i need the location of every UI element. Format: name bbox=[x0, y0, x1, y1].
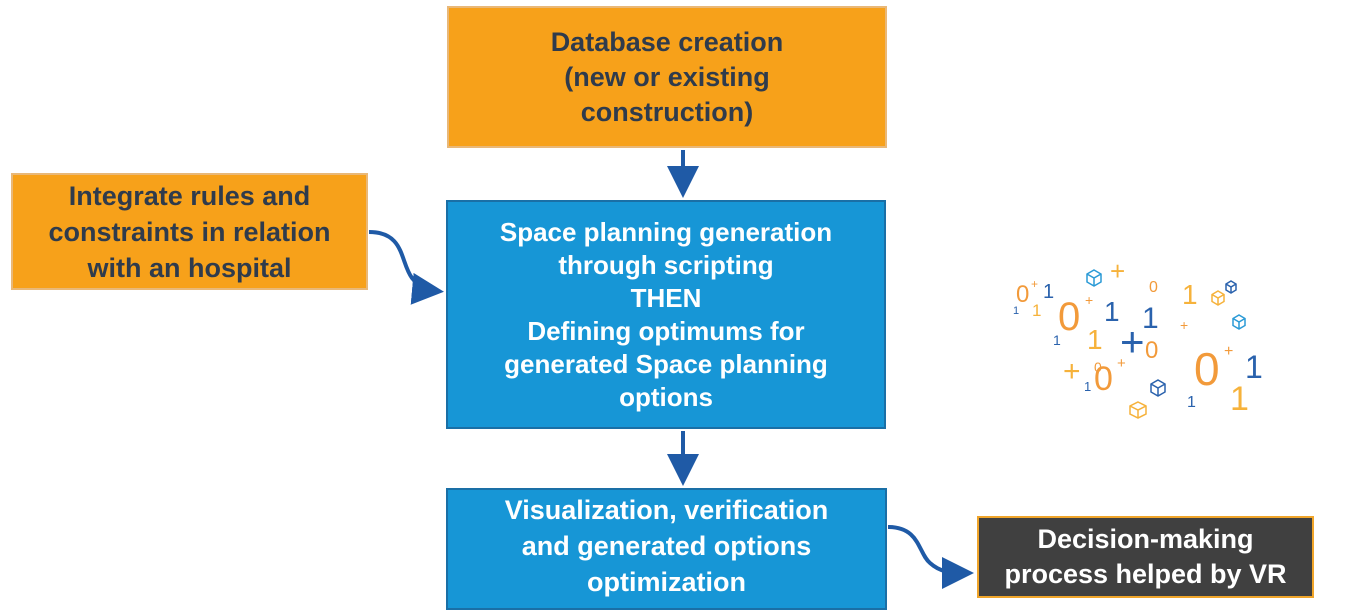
svg-text:0: 0 bbox=[1149, 279, 1158, 296]
svg-text:1: 1 bbox=[1104, 296, 1120, 327]
space-planning-box: Space planning generation through script… bbox=[446, 200, 886, 429]
svg-text:0: 0 bbox=[1094, 359, 1102, 375]
rules-constraints-box: Integrate rules and constraints in relat… bbox=[11, 173, 368, 290]
space-planning-label: Space planning generation through script… bbox=[499, 216, 833, 412]
rules-constraints-label: Integrate rules and constraints in relat… bbox=[48, 180, 331, 283]
svg-text:0: 0 bbox=[1145, 337, 1158, 364]
svg-text:1: 1 bbox=[1084, 379, 1091, 394]
database-creation-label: Database creation (new or existing const… bbox=[550, 26, 784, 127]
svg-text:0: 0 bbox=[1094, 360, 1113, 398]
svg-text:1: 1 bbox=[1053, 332, 1061, 348]
decision-making-box: Decision-making process helped by VR bbox=[977, 516, 1314, 598]
svg-text:1: 1 bbox=[1087, 324, 1103, 355]
visualization-box: Visualization, verification and generate… bbox=[446, 488, 887, 610]
svg-text:0: 0 bbox=[1058, 295, 1080, 339]
visualization-label: Visualization, verification and generate… bbox=[504, 495, 829, 597]
svg-text:1: 1 bbox=[1043, 281, 1054, 303]
arrow-rules-to-space bbox=[368, 230, 444, 305]
svg-text:+: + bbox=[1117, 355, 1126, 372]
svg-text:1: 1 bbox=[1182, 279, 1198, 310]
svg-text:+: + bbox=[1224, 343, 1233, 360]
svg-text:+: + bbox=[1110, 256, 1125, 286]
svg-text:0: 0 bbox=[1016, 281, 1029, 308]
svg-text:0: 0 bbox=[1194, 343, 1220, 395]
svg-text:1: 1 bbox=[1142, 302, 1159, 335]
svg-text:1: 1 bbox=[1187, 394, 1196, 411]
svg-text:1: 1 bbox=[1013, 305, 1019, 317]
svg-text:1: 1 bbox=[1032, 301, 1041, 320]
svg-text:1: 1 bbox=[1230, 380, 1249, 418]
svg-text:+: + bbox=[1085, 292, 1093, 308]
decision-making-label: Decision-making process helped by VR bbox=[1004, 524, 1287, 589]
svg-text:+: + bbox=[1063, 355, 1081, 388]
svg-text:+: + bbox=[1180, 317, 1188, 333]
svg-text:+: + bbox=[1031, 277, 1038, 291]
database-creation-box: Database creation (new or existing const… bbox=[447, 6, 887, 148]
svg-text:+: + bbox=[1120, 318, 1145, 365]
svg-text:1: 1 bbox=[1245, 349, 1263, 385]
arrow-vis-to-vr bbox=[887, 525, 974, 589]
